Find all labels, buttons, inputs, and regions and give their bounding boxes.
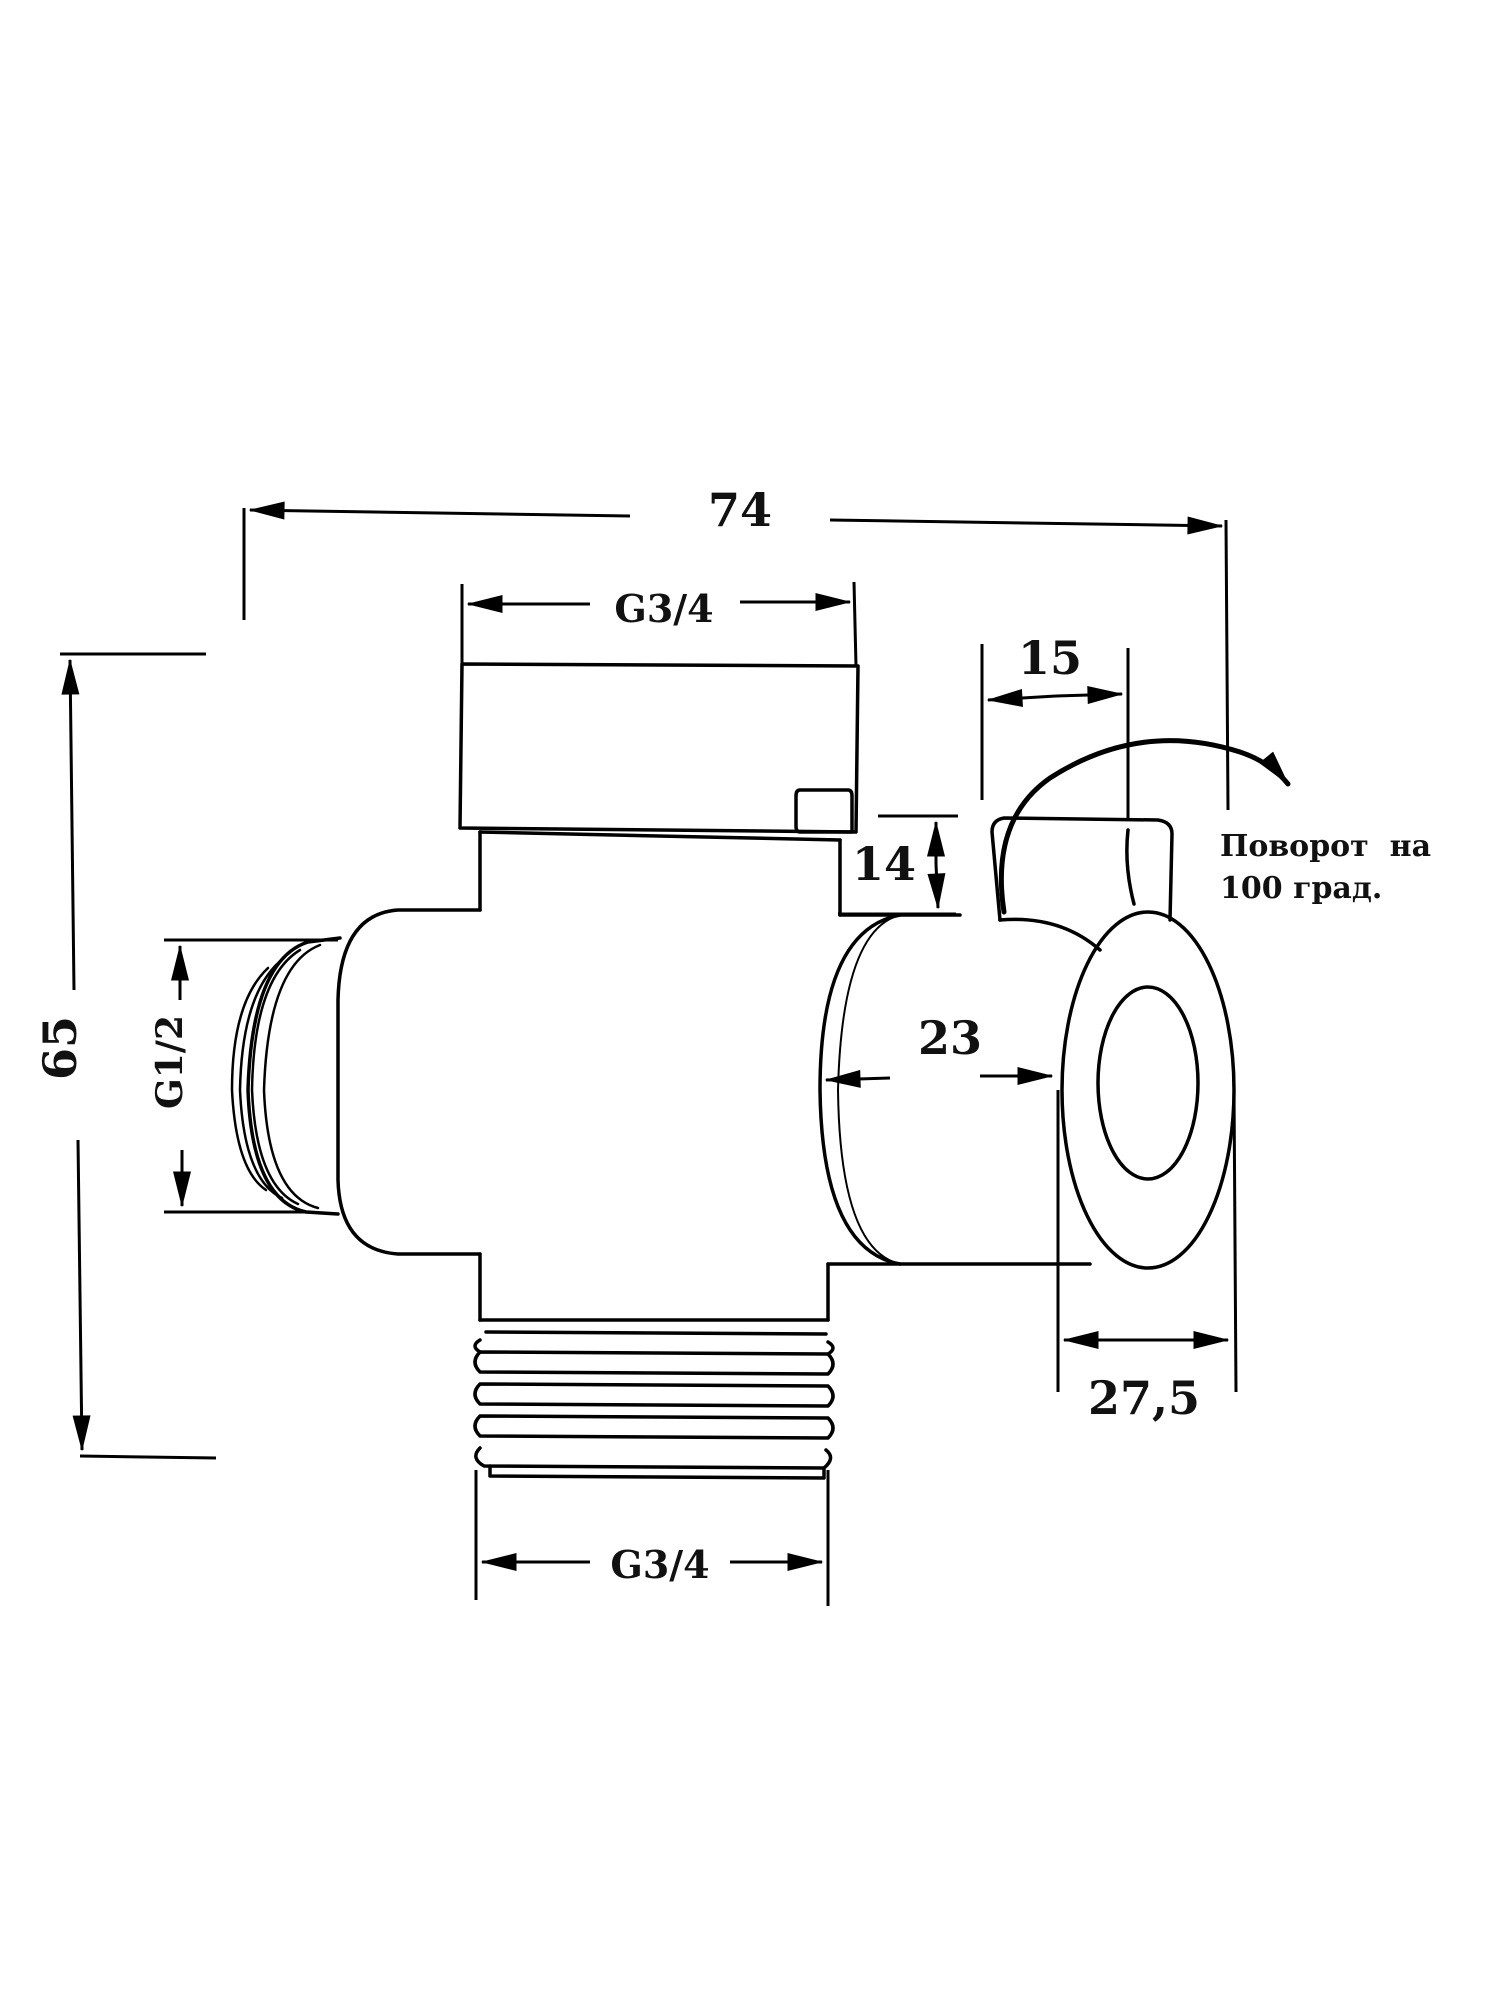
dim-bottom-thread: G3/4 bbox=[610, 1542, 709, 1587]
extension-lines bbox=[60, 508, 1238, 1606]
dim-body-depth: 23 bbox=[918, 1011, 982, 1065]
dim-top-thread: G3/4 bbox=[614, 586, 713, 631]
rotation-note-line2: 100 град. bbox=[1220, 871, 1382, 906]
dim-overall-width: 74 bbox=[708, 483, 772, 537]
rotation-arrow-icon bbox=[998, 738, 1291, 915]
rotation-note-line1: Поворот на bbox=[1220, 829, 1431, 864]
valve-body bbox=[230, 662, 1236, 1480]
dim-overall-height: 65 bbox=[33, 1016, 87, 1080]
dim-knob-width: 27,5 bbox=[1088, 1371, 1200, 1425]
dim-lever-height: 14 bbox=[852, 837, 916, 891]
dim-side-thread: G1/2 bbox=[149, 1015, 191, 1109]
dim-lever-width: 15 bbox=[1018, 631, 1082, 685]
dimension-labels: 74 G3/4 G3/4 65 G1/2 15 14 23 27,5 Повор… bbox=[33, 480, 1431, 1588]
dimension-lines bbox=[61, 501, 1230, 1571]
